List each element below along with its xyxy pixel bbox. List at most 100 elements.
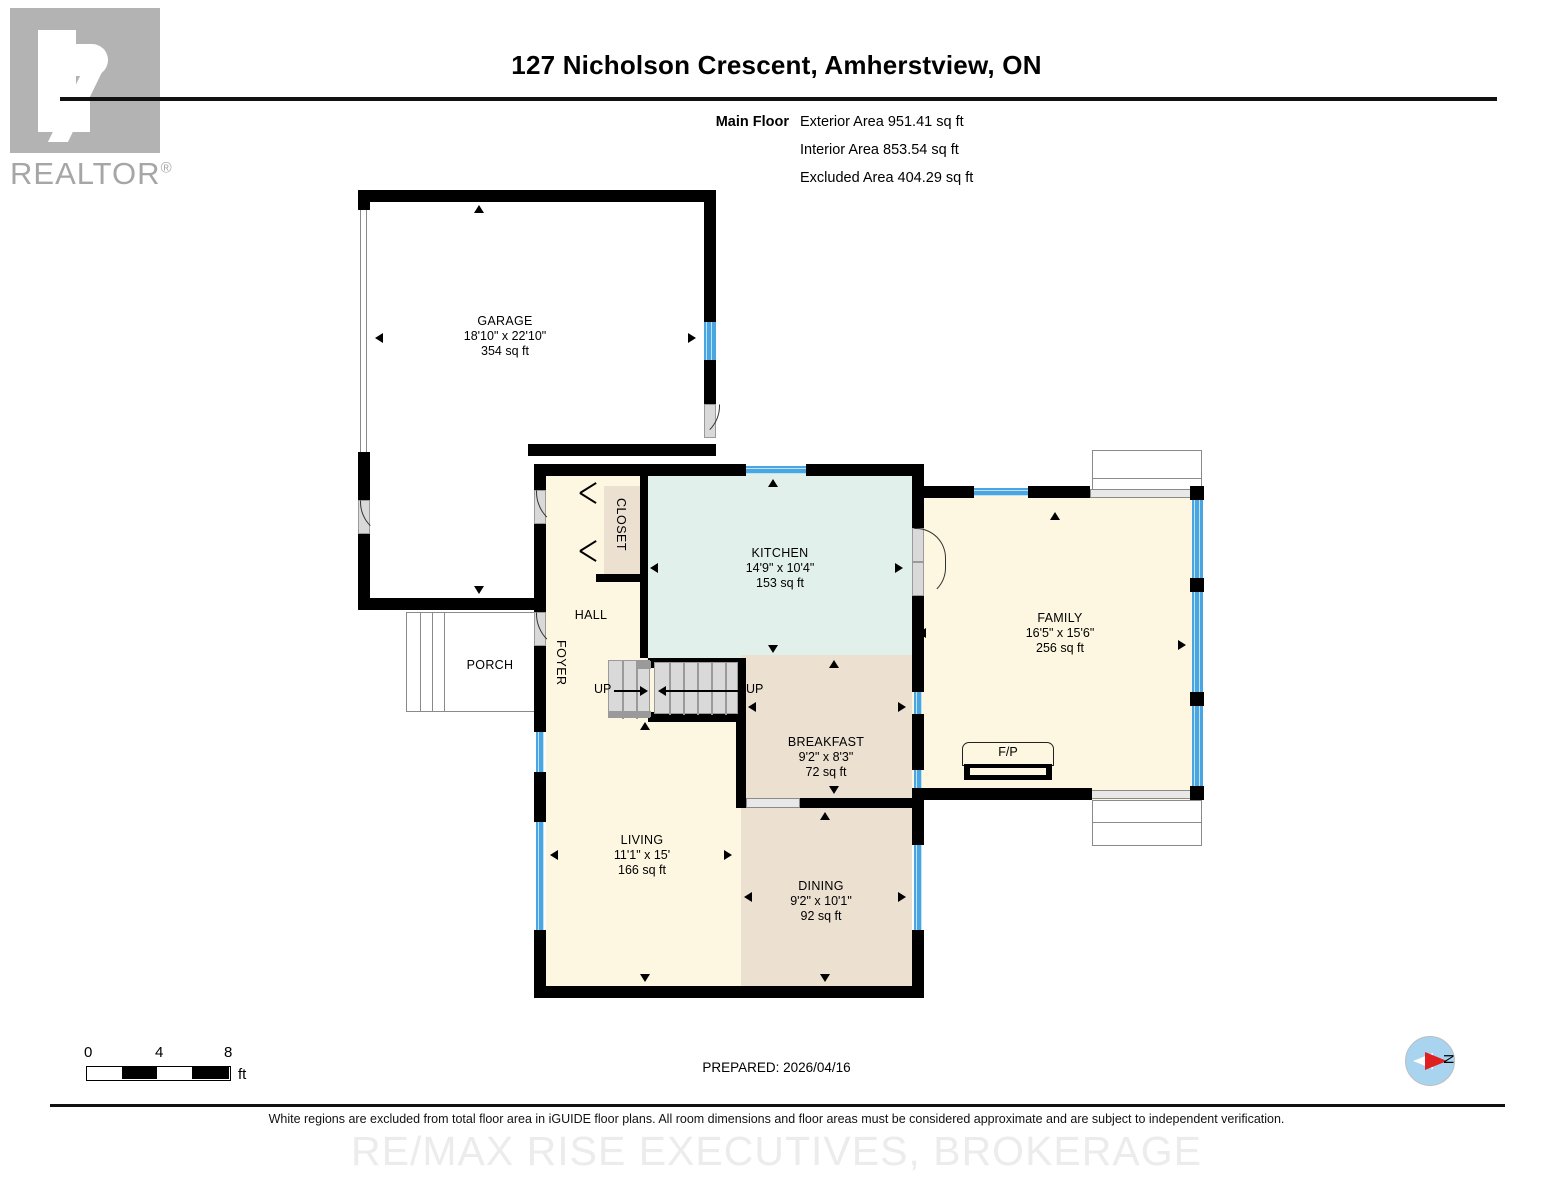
realtor-word-text: REALTOR xyxy=(10,156,161,191)
living-arrow-down xyxy=(640,974,650,982)
kitchen-name: KITCHEN xyxy=(751,546,809,560)
family-window-right-3 xyxy=(1192,706,1203,786)
excluded-area: Excluded Area 404.29 sq ft xyxy=(800,170,974,186)
garage-window-left xyxy=(360,210,367,452)
family-dim: 16'5" x 15'6" xyxy=(1025,626,1095,640)
house-wall-right-brk-up xyxy=(912,655,924,692)
house-wall-top-left xyxy=(534,464,746,476)
family-bay-top-line xyxy=(1093,478,1201,479)
scale-label-8: 8 xyxy=(224,1044,233,1061)
stair-wall-bottom xyxy=(648,712,746,722)
scale-unit: ft xyxy=(238,1066,247,1083)
room-kitchen-fill xyxy=(646,470,912,660)
room-label-foyer: FOYER xyxy=(554,640,568,686)
dining-window-right xyxy=(914,845,922,930)
kitchen-dim: 14'9" x 10'4" xyxy=(745,561,815,575)
floor-summary: Main Floor Exterior Area 951.41 sq ft In… xyxy=(697,108,974,192)
garage-wall-left-mid xyxy=(358,452,370,500)
stair-up-label-left: UP xyxy=(594,682,612,696)
breakfast-dim: 9'2" x 8'3" xyxy=(798,750,854,764)
room-label-breakfast: BREAKFAST 9'2" x 8'3" 72 sq ft xyxy=(750,735,902,780)
fireplace: F/P xyxy=(962,742,1054,782)
disclaimer-text: White regions are excluded from total fl… xyxy=(268,1112,1285,1126)
compass-north-label: N xyxy=(1441,1054,1457,1065)
family-window-top xyxy=(974,488,1028,496)
dining-arrow-up xyxy=(820,812,830,820)
family-arrow-right xyxy=(1178,640,1186,650)
compass-rose: N xyxy=(1405,1036,1457,1086)
interior-area: Interior Area 853.54 sq ft xyxy=(800,142,959,158)
kitchen-arrow-left xyxy=(650,563,658,573)
compass-needle-red-icon xyxy=(1425,1052,1447,1070)
living-window-left-1 xyxy=(536,732,544,772)
stair-arrow-right xyxy=(666,690,738,692)
garage-arrow-up xyxy=(474,205,484,213)
porch-step-line-2 xyxy=(432,613,433,711)
prepared-date: PREPARED: 2026/04/16 xyxy=(702,1060,851,1075)
porch-step-line-3 xyxy=(444,613,445,711)
dining-sqft: 92 sq ft xyxy=(800,909,842,923)
house-wall-bottom xyxy=(534,986,924,998)
hall-kitchen-partition xyxy=(640,582,648,658)
floor-plan-drawing: GARAGE 18'10" x 22'10" 354 sq ft PORCH xyxy=(358,190,1204,998)
family-window-right-1 xyxy=(1192,500,1203,578)
living-arrow-right xyxy=(724,850,732,860)
family-sqft: 256 sq ft xyxy=(1036,641,1084,655)
exterior-area: Exterior Area 951.41 sq ft xyxy=(800,114,964,130)
room-closet-fill xyxy=(604,486,642,574)
garage-wall-bottom-right xyxy=(528,444,716,456)
living-sqft: 166 sq ft xyxy=(618,863,666,877)
room-label-dining: DINING 9'2" x 10'1" 92 sq ft xyxy=(745,879,897,924)
family-name: FAMILY xyxy=(1037,611,1083,625)
living-breakfast-partition xyxy=(736,712,746,808)
title-divider xyxy=(60,97,1497,101)
breakfast-window-right-1 xyxy=(914,692,922,714)
kitchen-window-top xyxy=(746,466,806,474)
house-wall-left-upper xyxy=(534,464,546,490)
stair-upper-flight xyxy=(654,662,738,715)
scale-label-4: 4 xyxy=(155,1044,164,1061)
room-label-porch: PORCH xyxy=(440,658,540,673)
breakfast-window-right-2 xyxy=(914,770,922,792)
porch-step-line-1 xyxy=(420,613,421,711)
brokerage-watermark: RE/MAX RISE EXECUTIVES, BROKERAGE xyxy=(351,1128,1202,1174)
house-wall-left-lower1 xyxy=(534,646,546,732)
breakfast-arrow-left xyxy=(748,702,756,712)
hall-name: HALL xyxy=(574,608,608,622)
stair-arrow-left xyxy=(614,690,644,692)
footer-divider xyxy=(50,1104,1505,1107)
stair-arrowhead-left xyxy=(640,686,648,696)
family-right-mullion-2 xyxy=(1190,692,1204,706)
dining-arrow-down xyxy=(820,974,830,982)
garage-arrow-right xyxy=(688,333,696,343)
living-arrow-left xyxy=(550,850,558,860)
stair-up-label-right: UP xyxy=(746,682,764,696)
room-label-kitchen: KITCHEN 14'9" x 10'4" 153 sq ft xyxy=(700,546,860,591)
page-title: 127 Nicholson Crescent, Amherstview, ON xyxy=(511,50,1042,80)
family-arrow-left xyxy=(918,628,926,638)
garage-name: GARAGE xyxy=(477,314,533,328)
family-wall-top-right xyxy=(1028,486,1090,498)
family-corner-bottom-right xyxy=(1190,786,1204,800)
kitchen-arrow-right xyxy=(895,563,903,573)
room-label-hall: HALL xyxy=(556,608,626,623)
family-corner-top-right xyxy=(1190,486,1204,500)
breakfast-arrow-down xyxy=(829,786,839,794)
room-label-garage: GARAGE 18'10" x 22'10" 354 sq ft xyxy=(425,314,585,359)
dining-name: DINING xyxy=(798,879,844,893)
room-label-family: FAMILY 16'5" x 15'6" 256 sq ft xyxy=(985,611,1135,656)
living-dim: 11'1" x 15' xyxy=(613,848,671,862)
realtor-logo: REALTOR® xyxy=(10,8,175,198)
family-bay-bottom-line xyxy=(1093,822,1201,823)
family-slider-bottom xyxy=(1090,790,1198,799)
garage-sqft: 354 sq ft xyxy=(481,344,529,358)
scale-label-0: 0 xyxy=(84,1044,93,1061)
dining-arrow-right xyxy=(898,892,906,902)
garage-arrow-down xyxy=(474,586,484,594)
house-wall-right-dining-up xyxy=(912,800,924,845)
closet-wall-bottom xyxy=(596,574,648,582)
kitchen-arrow-up xyxy=(768,479,778,487)
house-wall-right-dining-low xyxy=(912,930,924,998)
family-arrow-up xyxy=(1050,512,1060,520)
